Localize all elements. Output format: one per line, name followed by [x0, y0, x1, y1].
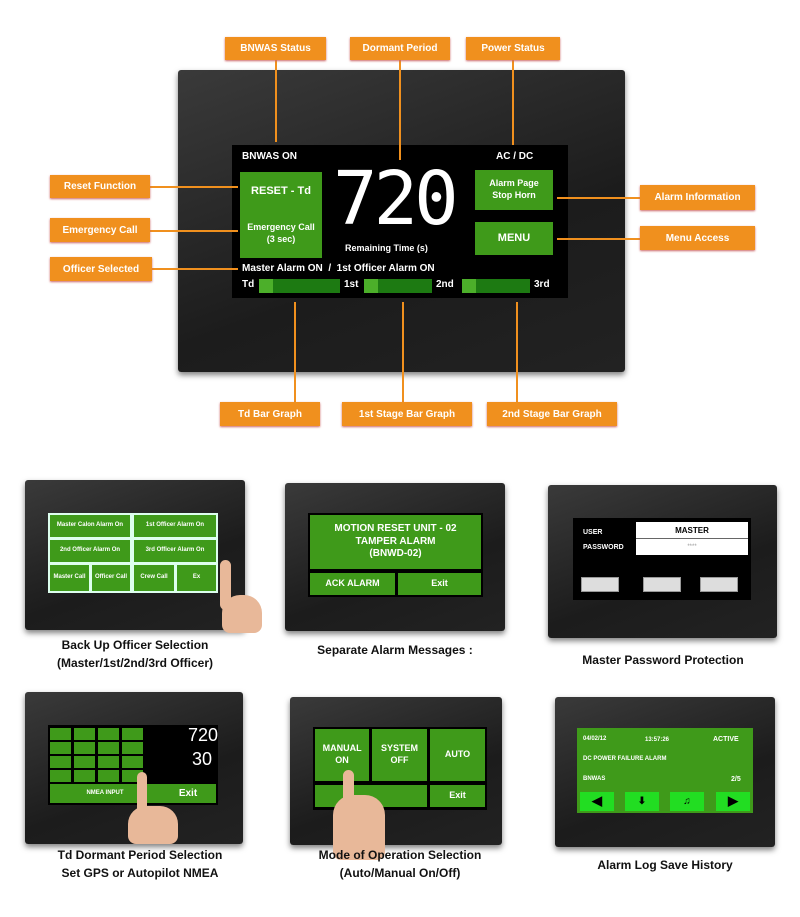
caption: Mode of Operation Selection	[318, 848, 482, 862]
callout-stage2-bar-graph: 2nd Stage Bar Graph	[487, 402, 617, 426]
reset-td-label: RESET - Td	[251, 184, 311, 197]
master-call-button[interactable]: Master Call	[50, 565, 89, 591]
bar-label-3rd: 3rd	[534, 279, 550, 290]
callout-line	[150, 186, 238, 188]
emergency-call-label: Emergency Call	[247, 222, 315, 233]
stage1-bar-graph	[364, 279, 432, 293]
officer3-alarm-button[interactable]: 3rd Officer Alarm On	[134, 540, 216, 562]
keypad-button[interactable]	[643, 577, 681, 592]
caption: (Master/1st/2nd/3rd Officer)	[56, 656, 214, 670]
bar-label-1st: 1st	[344, 279, 359, 290]
callout-reset-function: Reset Function	[50, 175, 150, 198]
log-time: 13:57:26	[645, 737, 670, 743]
callout-line	[516, 302, 518, 402]
ack-alarm-button[interactable]: ACK ALARM	[310, 573, 395, 595]
reset-td-button[interactable]: RESET - Td	[240, 172, 322, 210]
password-field[interactable]: ****	[636, 539, 748, 555]
callout-power-status: Power Status	[466, 37, 560, 60]
prev-icon[interactable]: ◀	[580, 792, 614, 811]
menu-button[interactable]: MENU	[475, 222, 553, 255]
bar-label-td: Td	[242, 279, 255, 290]
pointing-hand	[333, 795, 385, 860]
log-message: DC POWER FAILURE ALARM	[583, 756, 667, 762]
callout-dormant-period: Dormant Period	[350, 37, 450, 60]
keypad-button[interactable]	[700, 577, 738, 592]
caption: Td Dormant Period Selection	[57, 848, 223, 862]
bar-label-2nd: 2nd	[436, 279, 454, 290]
master-alarm-button[interactable]: Master Calon Alarm On	[50, 515, 130, 537]
emergency-call-sub: (3 sec)	[266, 234, 296, 244]
callout-bnwas-status: BNWAS Status	[225, 37, 326, 60]
user-label: USER	[583, 529, 603, 536]
callout-line	[275, 60, 277, 142]
exit-button[interactable]: Exit	[160, 784, 216, 803]
nmea-input-button[interactable]: NMEA INPUT	[50, 784, 160, 803]
log-source: BNWAS	[583, 776, 606, 782]
callout-line	[557, 197, 640, 199]
mute-icon[interactable]: ♫	[670, 792, 704, 811]
caption: Separate Alarm Messages :	[317, 643, 473, 657]
crew-call-button[interactable]: Crew Call	[134, 565, 174, 591]
readout: 720	[188, 725, 219, 745]
callout-officer-selected: Officer Selected	[50, 257, 152, 281]
readout: 30	[192, 749, 213, 769]
callout-line	[402, 302, 404, 402]
callout-line	[150, 230, 238, 232]
stop-horn-label: Stop Horn	[492, 190, 536, 200]
caption: Alarm Log Save History	[597, 858, 733, 872]
log-page: 2/5	[731, 776, 741, 783]
callout-line	[399, 60, 401, 160]
countdown-display: 720	[333, 156, 459, 242]
callout-line	[557, 238, 640, 240]
callout-emergency-call: Emergency Call	[50, 218, 150, 242]
callout-td-bar-graph: Td Bar Graph	[220, 402, 320, 426]
alarm-message-box: MOTION RESET UNIT - 02 TAMPER ALARM (BNW…	[310, 515, 481, 569]
officer-status-line: Master Alarm ON / 1st Officer Alarm ON	[242, 263, 435, 274]
callout-line	[294, 302, 296, 402]
next-icon[interactable]: ▶	[716, 792, 750, 811]
pointing-hand	[222, 595, 262, 633]
exit-button[interactable]: Exit	[430, 785, 485, 807]
officer-call-button[interactable]: Officer Call	[92, 565, 130, 591]
callout-stage1-bar-graph: 1st Stage Bar Graph	[342, 402, 472, 426]
callout-menu-access: Menu Access	[640, 226, 755, 250]
td-bar-graph	[259, 279, 340, 293]
alarm-page-label: Alarm Page	[489, 178, 539, 189]
callout-alarm-information: Alarm Information	[640, 185, 755, 210]
download-icon[interactable]: ⬇	[625, 792, 659, 811]
bnwas-status-text: BNWAS ON	[242, 151, 297, 162]
system-off-button[interactable]: SYSTEM OFF	[372, 729, 427, 781]
alarm-line: (BNWD-02)	[369, 548, 422, 560]
manual-on-button[interactable]: MANUAL ON	[315, 729, 369, 781]
power-status-text: AC / DC	[496, 151, 534, 162]
caption: Back Up Officer Selection	[61, 638, 209, 652]
caption: Set GPS or Autopilot NMEA	[61, 866, 219, 880]
pointing-hand	[137, 772, 147, 822]
auto-button[interactable]: AUTO	[430, 729, 485, 781]
log-state: ACTIVE	[713, 736, 739, 743]
caption: Master Password Protection	[582, 653, 744, 667]
callout-line	[152, 268, 238, 270]
keypad-button[interactable]	[581, 577, 619, 592]
stage2-bar-graph	[462, 279, 530, 293]
pointing-hand	[128, 806, 178, 844]
pointing-hand	[220, 560, 231, 610]
caption: (Auto/Manual On/Off)	[339, 866, 461, 880]
log-date: 04/02/12	[583, 736, 607, 742]
exit-button[interactable]: Exit	[398, 573, 481, 595]
emergency-call-button[interactable]: Emergency Call(3 sec)	[240, 210, 322, 258]
remaining-time-label: Remaining Time (s)	[345, 243, 428, 253]
officer2-alarm-button[interactable]: 2nd Officer Alarm On	[50, 540, 130, 562]
menu-label: MENU	[497, 232, 531, 245]
callout-line	[512, 60, 514, 145]
dormant-keypad[interactable]	[50, 727, 146, 782]
password-label: PASSWORD	[583, 544, 624, 551]
alarm-line: MOTION RESET UNIT - 02	[334, 523, 457, 535]
alarm-line: TAMPER ALARM	[355, 535, 436, 547]
officer1-alarm-button[interactable]: 1st Officer Alarm On	[134, 515, 216, 537]
user-field[interactable]: MASTER	[636, 522, 748, 539]
exit-button[interactable]: Ex	[177, 565, 216, 591]
